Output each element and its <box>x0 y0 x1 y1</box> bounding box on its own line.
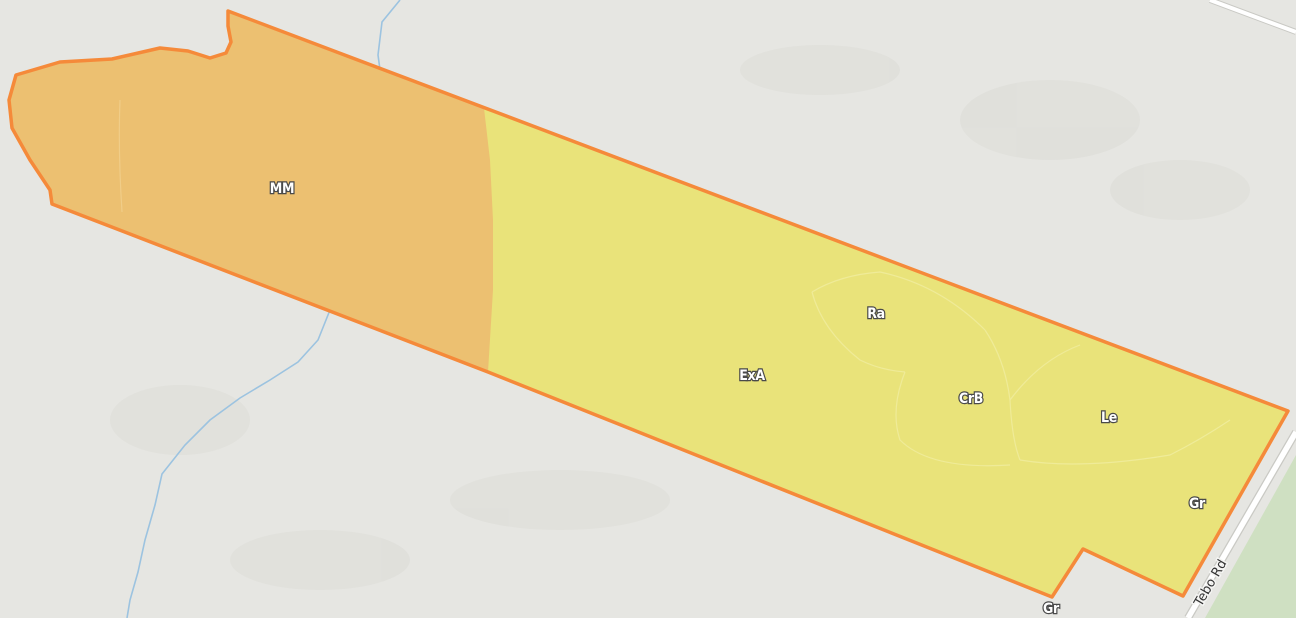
soil-region-orange <box>9 11 493 372</box>
tebo-road <box>1185 430 1296 618</box>
soil-label-le[interactable]: Le <box>1100 409 1119 427</box>
soil-label-exa[interactable]: ExA <box>738 367 767 385</box>
soil-label-crb[interactable]: CrB <box>958 390 985 408</box>
road-segment-north-fill <box>1209 0 1296 34</box>
orange-internal-boundary <box>118 99 123 213</box>
terrain-texture <box>110 45 1250 590</box>
soil-label-gr-east[interactable]: Gr <box>1188 495 1208 513</box>
soil-label-gr-south[interactable]: Gr <box>1042 600 1062 618</box>
soil-label-ra[interactable]: Ra <box>866 305 886 323</box>
soil-label-mm[interactable]: MM <box>269 180 296 198</box>
field-area <box>1205 455 1296 618</box>
soil-boundaries <box>811 271 1231 467</box>
parcel-outline[interactable] <box>7 9 1290 599</box>
